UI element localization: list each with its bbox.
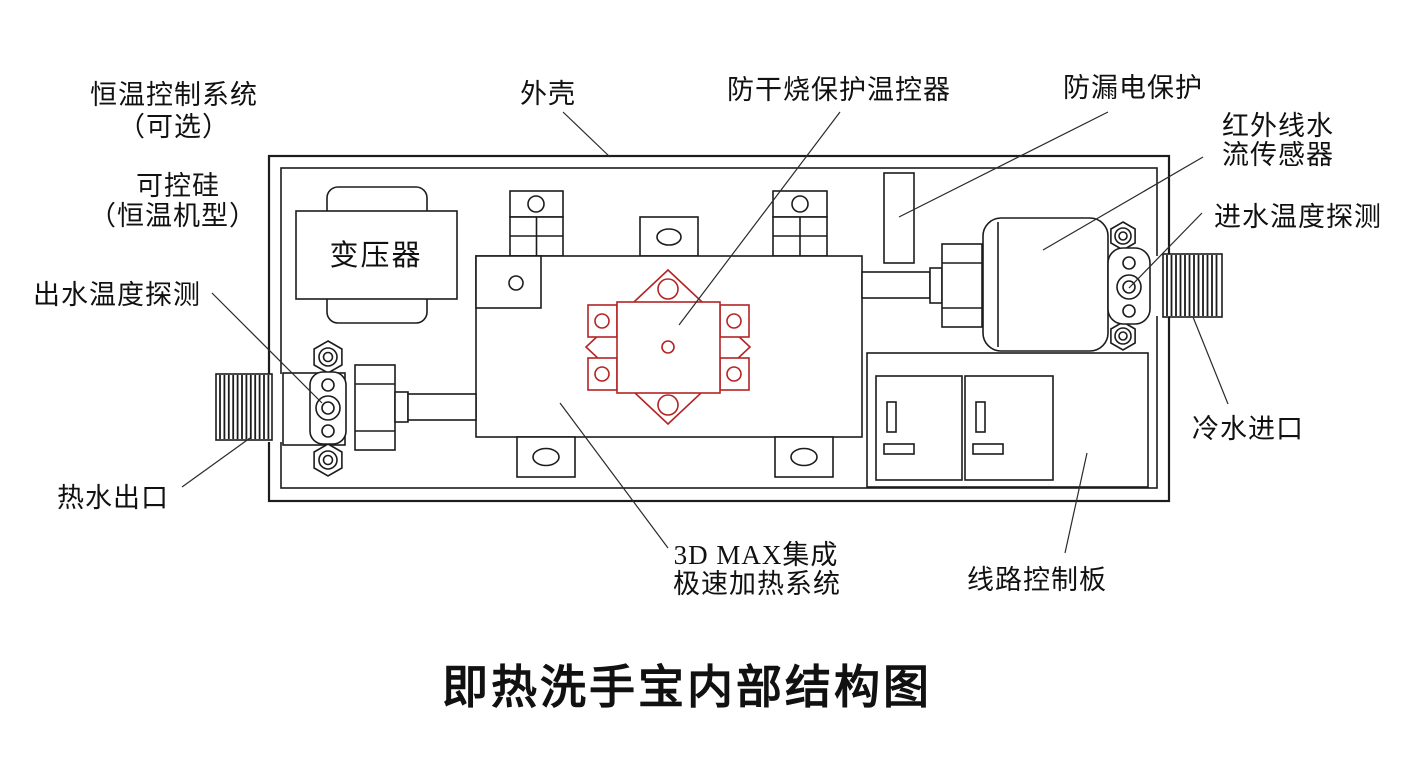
transformer: 变压器: [295, 186, 458, 324]
label-control-board: 线路控制板: [967, 565, 1107, 595]
heater-foot-left: [516, 436, 576, 478]
heater-terminal-right: [772, 190, 828, 257]
leader-outlet-temp: [211, 292, 323, 404]
heater-tab-top-middle: [639, 216, 699, 257]
page-title: 即热洗手宝内部结构图: [442, 662, 932, 713]
label-hot-water-outlet: 热水出口: [57, 483, 169, 513]
leader-inlet-temp: [1128, 212, 1203, 289]
leader-control-board: [1064, 452, 1088, 554]
relay-right: [964, 375, 1054, 481]
heater-terminal-left: [509, 190, 564, 257]
relay-left: [875, 375, 963, 481]
labels: 恒温控制系统 （可选） 可控硅 （恒温机型） 出水温度探测 热水出口 外壳 防干…: [33, 73, 1382, 599]
inlet-nut-top: [1110, 221, 1136, 251]
leader-cold-inlet: [1192, 316, 1229, 405]
outlet-nut-bottom: [313, 443, 343, 477]
label-thermo-system-line2: （可选）: [118, 112, 230, 142]
inlet-pipe: [861, 271, 931, 299]
transformer-label-box: [295, 210, 458, 300]
leader-shell: [562, 111, 611, 158]
outlet-nut-top: [313, 340, 343, 374]
heater-foot-right: [774, 436, 834, 478]
label-ir-sensor-line2: 流传感器: [1222, 140, 1334, 170]
leader-hot-outlet: [181, 437, 251, 488]
leader-ir-sensor: [1042, 156, 1204, 251]
outlet-coupling: [354, 364, 409, 451]
leader-lines: [181, 111, 1229, 554]
leakage-protector: [883, 172, 915, 264]
inlet-temp-sensor-plate: [1107, 247, 1151, 325]
inlet-assembly: [861, 217, 1223, 352]
label-scr-line2: （恒温机型）: [89, 201, 257, 231]
control-board: [866, 352, 1149, 488]
leader-leakage: [898, 111, 1109, 218]
label-heating-line1: 3D MAX集成: [674, 540, 839, 570]
label-leakage: 防漏电保护: [1063, 73, 1203, 103]
label-dry-burn: 防干烧保护温控器: [727, 75, 951, 105]
label-thermo-system-line1: 恒温控制系统: [90, 80, 258, 110]
label-outlet-temp: 出水温度探测: [33, 280, 201, 310]
hot-water-outlet-threads: [215, 373, 273, 441]
label-shell: 外壳: [520, 79, 576, 109]
leader-dry-burn: [678, 111, 841, 326]
dry-burn-thermostat: [584, 268, 752, 426]
transformer-label: 变压器: [329, 239, 422, 272]
outlet-pipe: [407, 393, 477, 421]
leader-heating: [559, 402, 669, 549]
outlet-temp-sensor-plate: [309, 371, 347, 445]
label-ir-sensor-line1: 红外线水: [1222, 111, 1334, 141]
cold-water-inlet-threads: [1162, 253, 1223, 318]
inlet-nut-bottom: [1110, 321, 1136, 351]
ir-flow-sensor: [982, 217, 1109, 352]
label-inlet-temp: 进水温度探测: [1214, 202, 1382, 232]
outlet-assembly: [215, 340, 477, 477]
inlet-coupling: [941, 243, 983, 328]
label-scr-line1: 可控硅: [136, 171, 220, 201]
label-heating-line2: 极速加热系统: [673, 569, 841, 599]
label-cold-water-inlet: 冷水进口: [1192, 414, 1304, 444]
